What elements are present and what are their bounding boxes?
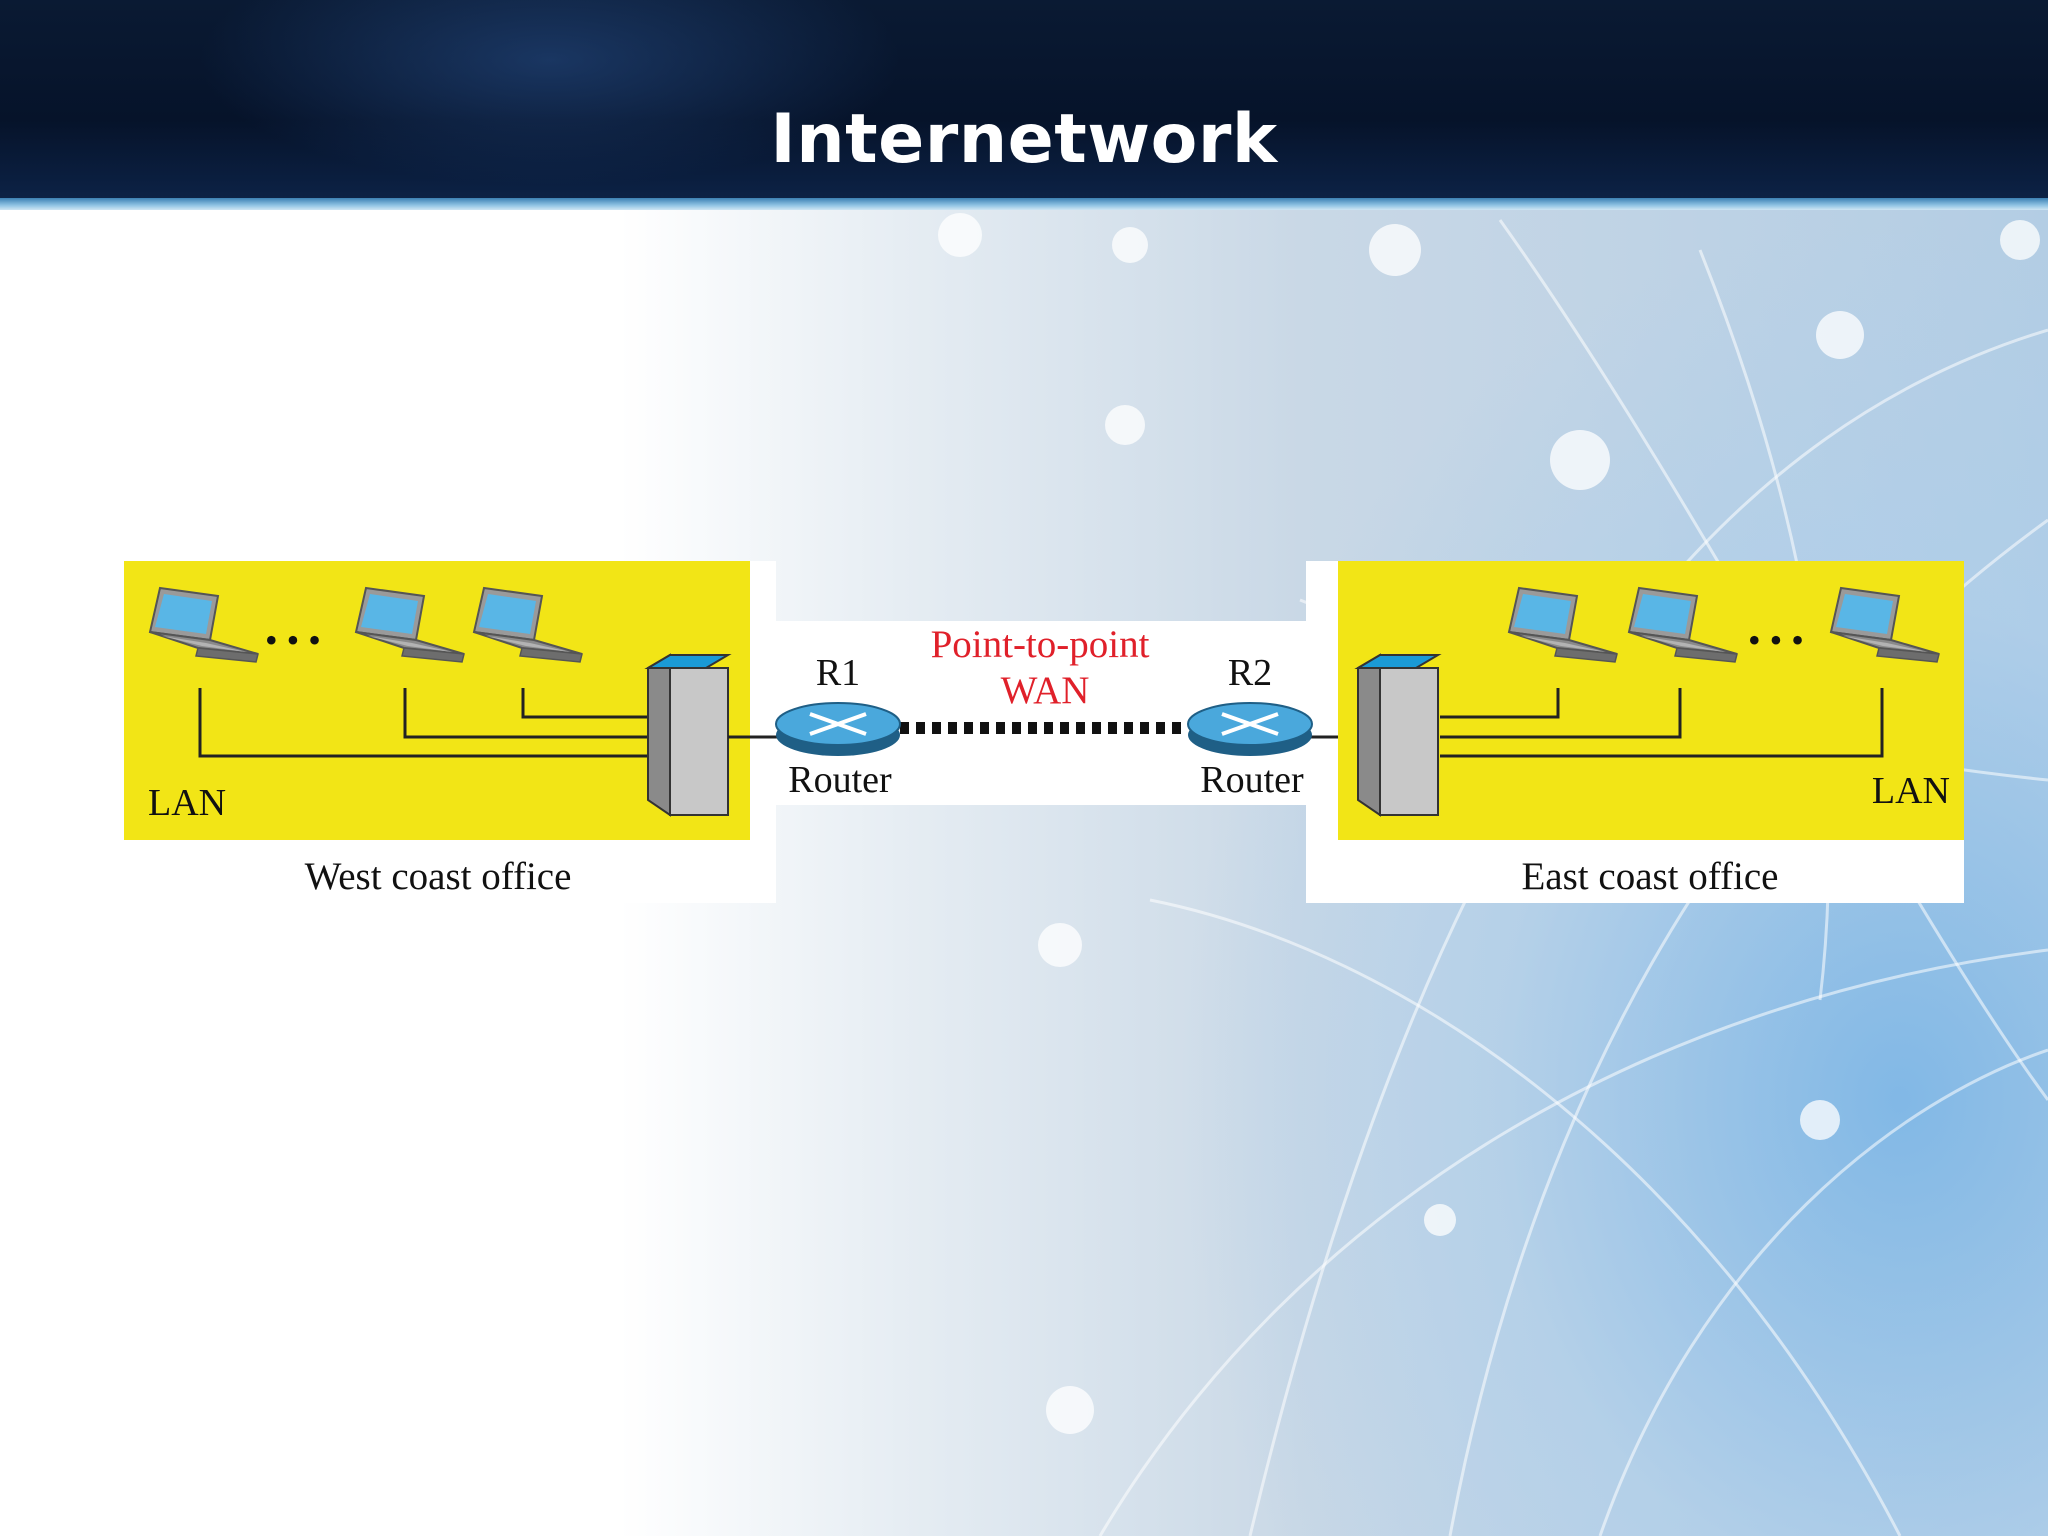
west-office-caption: West coast office bbox=[305, 855, 572, 898]
west-ellipsis: • • • bbox=[265, 620, 321, 660]
router-r1-type-label: Router bbox=[788, 759, 892, 801]
router-r2-id-label: R2 bbox=[1228, 652, 1272, 694]
switch-icon bbox=[1354, 653, 1442, 817]
switch-icon bbox=[644, 653, 732, 817]
west-coast-office: • • • LAN West coast office bbox=[124, 561, 750, 898]
router-r1: R1 Router bbox=[775, 652, 901, 801]
east-office-caption: East coast office bbox=[1521, 855, 1778, 898]
wan-label-line1: Point-to-point bbox=[931, 623, 1150, 666]
west-lan-cables bbox=[198, 688, 650, 758]
west-lan-label: LAN bbox=[148, 782, 226, 824]
west-office-lan-area bbox=[124, 561, 750, 840]
east-coast-office: • • • LAN East coast office bbox=[1338, 561, 1964, 898]
header-accent-rule bbox=[0, 198, 2048, 210]
router-cross-icon bbox=[809, 712, 867, 736]
east-lan-cables bbox=[1440, 688, 1884, 758]
router-r2-type-label: Router bbox=[1200, 759, 1304, 801]
header-band bbox=[0, 0, 2048, 200]
east-lan-label: LAN bbox=[1872, 770, 1950, 812]
wan-connection: Point-to-point WAN bbox=[728, 623, 1340, 739]
router-cross-icon bbox=[1221, 712, 1279, 736]
router-r1-id-label: R1 bbox=[816, 652, 860, 694]
east-ellipsis: • • • bbox=[1748, 620, 1804, 660]
slide-title: Internetwork bbox=[770, 100, 1278, 179]
wan-label-line2: WAN bbox=[1001, 669, 1090, 712]
router-r2: R2 Router bbox=[1187, 652, 1313, 801]
